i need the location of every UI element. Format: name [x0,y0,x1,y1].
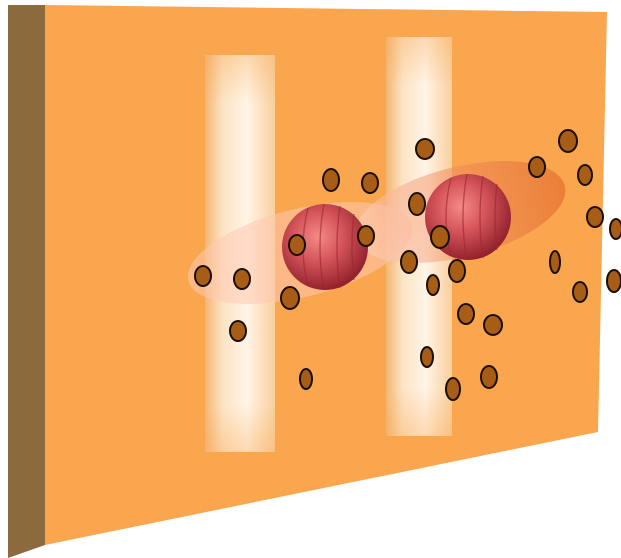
particles [194,129,621,401]
particle [408,192,426,216]
particle [415,138,435,160]
particle [288,234,306,256]
particle [322,168,340,192]
particle [483,314,503,336]
particle [430,225,450,249]
particle [280,286,300,310]
particle [361,172,379,194]
panel-side-edge [8,5,45,558]
particle [558,129,578,153]
particle [229,320,247,342]
particle [299,368,313,390]
particle [572,281,588,303]
particle [400,250,418,274]
particle [528,156,546,178]
particle [457,303,475,325]
left-sphere [282,203,368,291]
particle [480,365,498,389]
particle [586,206,604,228]
particle [194,265,212,287]
particle [609,218,621,240]
particle [357,225,375,247]
particle [577,164,593,186]
particle [426,274,440,296]
particle [233,268,251,290]
particle [445,377,461,401]
particle [448,259,466,283]
particle [606,269,621,293]
particle [549,250,561,274]
particle [420,346,434,368]
